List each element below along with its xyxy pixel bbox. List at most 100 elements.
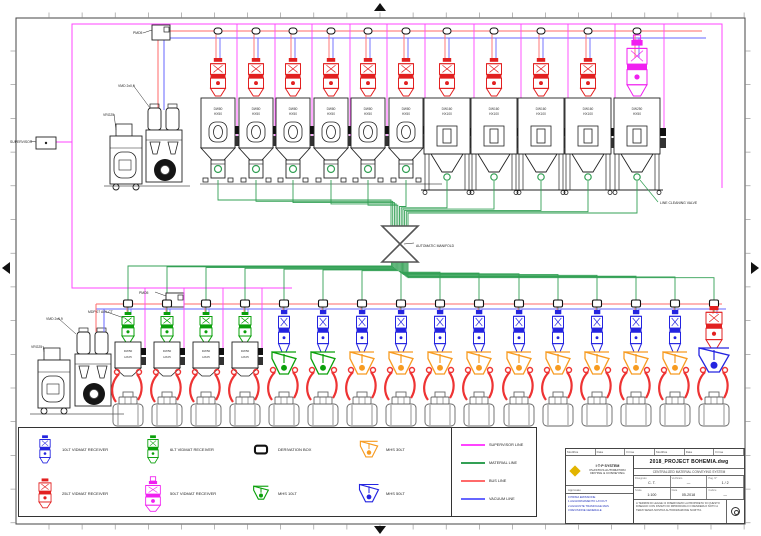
mdp-label: MDP 07 ACL CT <box>88 310 113 314</box>
line-legend: SUPERVISOR LINE MATERIAL LINE BUS LINE VACU… <box>452 427 537 517</box>
material-lines <box>127 180 715 312</box>
title-header-cell: Data <box>685 449 715 455</box>
press-station-blue-receiver-orange-hopper <box>345 299 378 427</box>
hopper-orange-icon <box>359 440 379 458</box>
svg-text:HX25: HX25 <box>163 355 171 359</box>
legend-item: MHS 50LT <box>343 472 451 516</box>
automatic-manifold <box>380 225 420 263</box>
mobile-dryer-bottom <box>37 347 71 415</box>
svg-text:HX50: HX50 <box>633 112 641 116</box>
svg-text:DW250: DW250 <box>632 107 643 111</box>
vrg-top-label: VRG25 <box>103 113 114 117</box>
legend-item: MHS 30LT <box>343 428 451 472</box>
legend-item: DERIVATION BOX <box>235 428 343 472</box>
vacuum-pump-unit-top <box>145 103 183 183</box>
svg-text:HX50: HX50 <box>364 112 372 116</box>
title-field: Verificato— <box>671 476 708 487</box>
receiver-red-icon <box>38 478 52 509</box>
title-header-cell: Firma <box>714 449 745 455</box>
company-logo <box>569 464 581 477</box>
press-station-blue-receiver-orange-hopper <box>619 299 652 427</box>
company-line2: PLASTICS AUTOMATION <box>589 467 626 472</box>
revision-row: 3 REVISIONE GENERALE <box>568 508 602 513</box>
bottom-bus-lines <box>95 303 726 332</box>
line-legend-label: MATERIAL LINE <box>489 461 518 465</box>
press-station-blue-receiver-orange-hopper <box>580 299 613 427</box>
svg-text:HX100: HX100 <box>583 112 593 116</box>
mobile-dryer-top <box>109 123 143 191</box>
pmd-box-top <box>142 24 171 41</box>
drawing-subtitle: CENTRALIZED MATERIAL CONVEYING SYSTEM <box>634 469 744 476</box>
svg-text:HX25: HX25 <box>241 355 249 359</box>
svg-text:HX50: HX50 <box>289 112 297 116</box>
title-header-cell: Data <box>596 449 626 455</box>
company-line3: DRYING & CONVEYING <box>590 471 625 476</box>
supervisor-box <box>30 136 57 150</box>
svg-text:HX100: HX100 <box>536 112 546 116</box>
receiver-magenta-icon <box>144 476 162 512</box>
sheet-frame <box>2 3 759 534</box>
hopper-green-icon <box>253 485 270 500</box>
svg-text:HX50: HX50 <box>214 112 222 116</box>
svg-text:DW50: DW50 <box>202 349 211 353</box>
automatic-manifold-label: AUTOMATIC MANIFOLD <box>416 244 455 248</box>
svg-text:DW80: DW80 <box>327 107 336 111</box>
receiver-green-icon <box>147 435 159 464</box>
legend-item: 10LT VIDMAT RECEIVER <box>19 428 127 472</box>
svg-text:DW160: DW160 <box>536 107 547 111</box>
projection-symbol <box>726 500 744 523</box>
svg-text:DW80: DW80 <box>364 107 373 111</box>
svg-text:DW160: DW160 <box>583 107 594 111</box>
legend-item-label: 10LT VIDMAT RECEIVER <box>62 446 109 452</box>
svg-text:DW50: DW50 <box>241 349 250 353</box>
revision-row: 0 PRIMA EMISSIONE <box>568 495 596 499</box>
title-header-cell: Firma <box>625 449 656 455</box>
line-cleaning-valve-label: LINE CLEANING VALVE <box>660 201 698 205</box>
line-sample <box>461 480 485 482</box>
company-block: I·T·P SYSTEM PLASTICS AUTOMATION DRYING … <box>583 463 632 476</box>
approval-row: Approvato <box>566 486 633 494</box>
svg-text:DW80: DW80 <box>289 107 298 111</box>
line-legend-label: VACUUM LINE <box>489 497 515 501</box>
line-sample <box>461 462 485 464</box>
hopper-blue-icon <box>358 483 380 503</box>
svg-text:HX25: HX25 <box>202 355 210 359</box>
vacuum-pump-unit-bottom <box>74 327 112 407</box>
svg-text:DW80: DW80 <box>252 107 261 111</box>
company-name: I·T·P SYSTEM <box>595 463 620 468</box>
legend-item: 25LT VIDMAT RECEIVER <box>19 472 127 516</box>
vrg-bottom-label: VRG25 <box>31 345 42 349</box>
press-station-blue-receiver-orange-hopper <box>384 299 417 427</box>
press-station-blue-receiver-green-hopper <box>267 299 300 427</box>
pmd-top-label: PMD5 <box>133 31 143 35</box>
title-field: Codice— <box>707 488 745 499</box>
line-legend-item: SUPERVISOR LINE <box>452 443 536 447</box>
derivation-box-icon <box>253 444 269 455</box>
press-station-blue-receiver-orange-hopper <box>541 299 574 427</box>
line-legend-label: BUS LINE <box>489 479 507 483</box>
revision-row: 2 AGGIUNTE TRAMOGGE MHS <box>568 503 609 508</box>
svg-text:HX100: HX100 <box>442 112 452 116</box>
svg-text:DW50: DW50 <box>124 349 133 353</box>
title-header-cell: Modifica <box>566 449 596 455</box>
svg-text:DW80: DW80 <box>402 107 411 111</box>
revision-row: 1 AGGIORNAMENTO LAYOUT <box>568 499 608 504</box>
pmd-bottom-label: PMD5 <box>139 291 149 295</box>
